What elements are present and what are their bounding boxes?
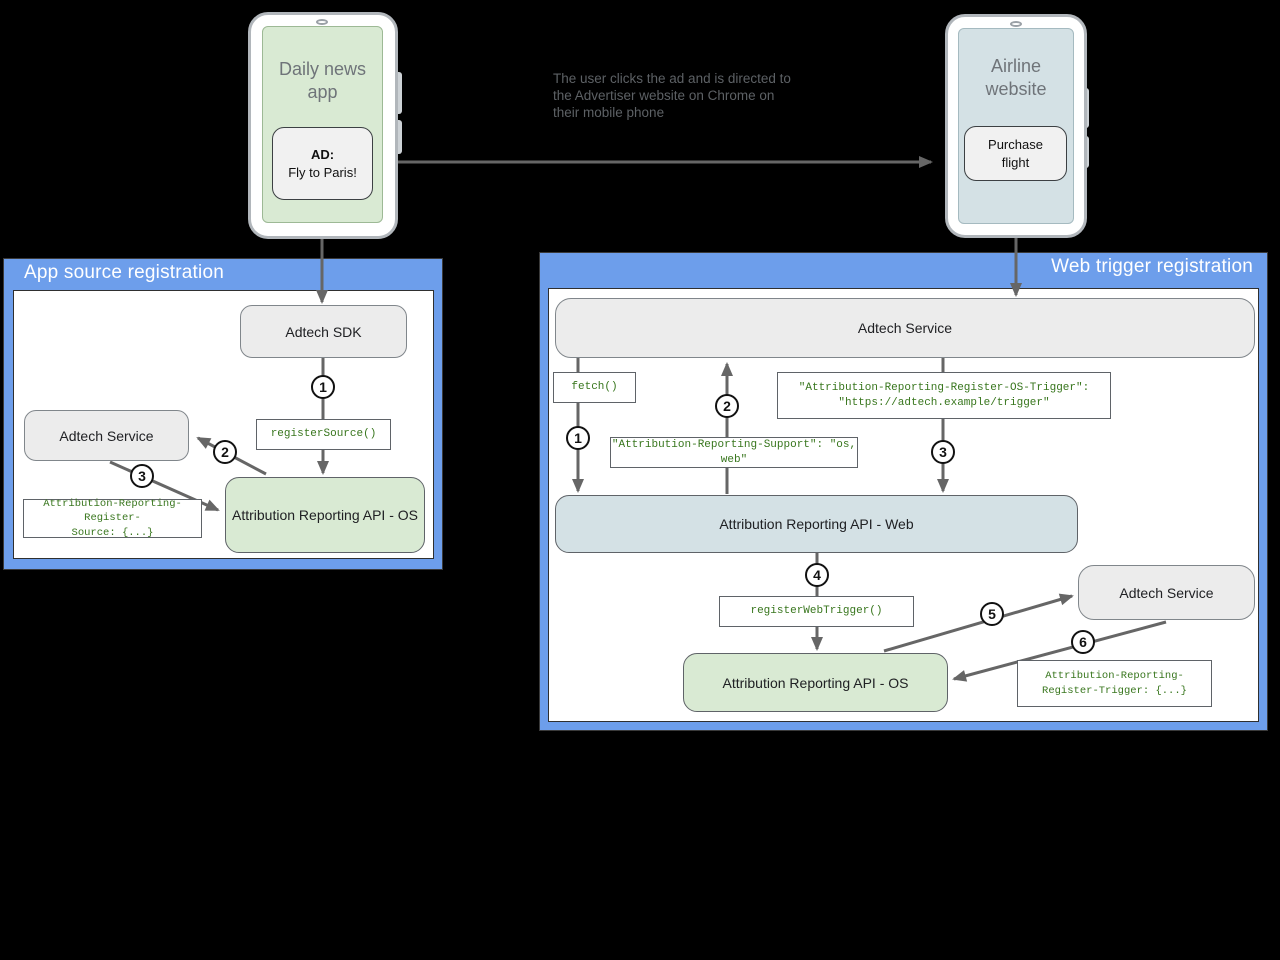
- node-attribution-api-web: Attribution Reporting API - Web: [555, 495, 1078, 553]
- code-register-source-call: registerSource(): [256, 419, 391, 450]
- step-1-right-label: 1: [574, 430, 582, 446]
- step-6-right: 6: [1071, 630, 1095, 654]
- code-os-trigger-header-line1: "Attribution-Reporting-Register-OS-Trigg…: [798, 381, 1090, 394]
- step-1-left: 1: [311, 375, 335, 399]
- phone-right-camera-icon: [1010, 21, 1022, 27]
- step-3-right-label: 3: [939, 444, 947, 460]
- code-os-trigger-header-line2: "https://adtech.example/trigger": [838, 396, 1050, 409]
- node-attribution-api-os-left: Attribution Reporting API - OS: [225, 477, 425, 553]
- app-source-panel-title: App source registration: [24, 262, 224, 283]
- step-1-left-label: 1: [319, 379, 327, 395]
- code-fetch-call: fetch(): [553, 372, 636, 403]
- ad-card-label: AD:: [310, 146, 335, 162]
- purchase-flight-button[interactable]: Purchase flight: [964, 126, 1067, 181]
- phone-left-app-title: Daily news app: [278, 59, 367, 103]
- node-attribution-api-os-right: Attribution Reporting API - OS: [683, 653, 948, 712]
- step-3-left: 3: [130, 464, 154, 488]
- step-5-right-label: 5: [988, 606, 996, 622]
- ad-card-text: Fly to Paris!: [288, 164, 357, 180]
- step-4-right: 4: [805, 563, 829, 587]
- step-3-right: 3: [931, 440, 955, 464]
- phone-left-power-button: [394, 120, 402, 154]
- step-4-right-label: 4: [813, 567, 821, 583]
- phone-right-site-title: Airline website: [985, 56, 1047, 100]
- step-5-right: 5: [980, 602, 1004, 626]
- purchase-flight-line2: flight: [1001, 154, 1030, 170]
- code-support-header: "Attribution-Reporting-Support": "os, we…: [610, 437, 858, 468]
- code-register-trigger-header: Attribution-Reporting- Register-Trigger:…: [1017, 660, 1212, 707]
- code-register-trigger-header-line2: Register-Trigger: {...}: [1042, 684, 1187, 697]
- code-register-source-header: Attribution-Reporting-Register- Source: …: [23, 498, 202, 539]
- code-register-web-trigger-call: registerWebTrigger(): [719, 596, 914, 627]
- code-register-trigger-header-line1: Attribution-Reporting-: [1045, 670, 1184, 683]
- step-6-right-label: 6: [1079, 634, 1087, 650]
- node-adtech-sdk: Adtech SDK: [240, 305, 407, 358]
- node-adtech-service-left: Adtech Service: [24, 410, 189, 461]
- node-adtech-service-right: Adtech Service: [1078, 565, 1255, 620]
- node-adtech-service-top: Adtech Service: [555, 298, 1255, 358]
- web-trigger-panel-title: Web trigger registration: [1051, 256, 1253, 277]
- purchase-flight-line1: Purchase: [988, 136, 1043, 152]
- code-os-trigger-header: "Attribution-Reporting-Register-OS-Trigg…: [777, 372, 1111, 419]
- step-2-left-label: 2: [221, 444, 229, 460]
- user-click-annotation: The user clicks the ad and is directed t…: [553, 71, 791, 120]
- step-2-right: 2: [715, 394, 739, 418]
- phone-left-camera-icon: [316, 19, 328, 25]
- step-1-right: 1: [566, 426, 590, 450]
- step-2-left: 2: [213, 440, 237, 464]
- code-register-source-header-line2: Source: {...}: [71, 526, 154, 539]
- ad-card[interactable]: AD: Fly to Paris!: [272, 127, 373, 200]
- phone-left-volume-button: [394, 72, 402, 114]
- step-2-right-label: 2: [723, 398, 731, 414]
- code-register-source-header-line1: Attribution-Reporting-Register-: [43, 498, 182, 525]
- step-3-left-label: 3: [138, 468, 146, 484]
